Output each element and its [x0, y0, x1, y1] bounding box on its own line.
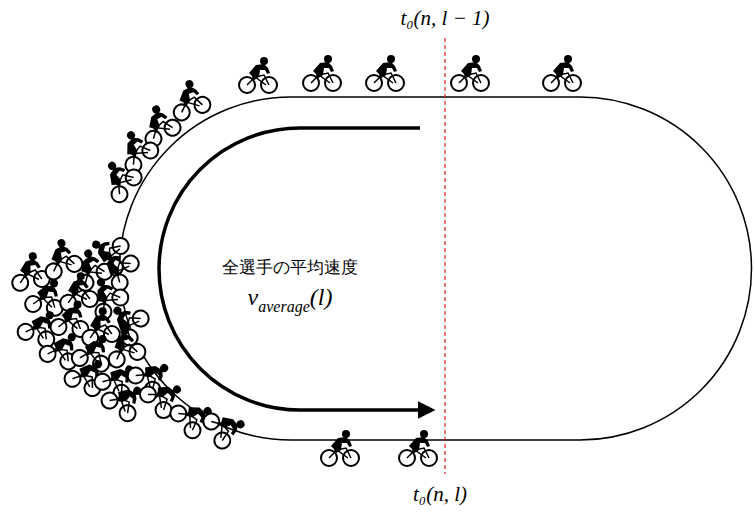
track-outline — [120, 97, 752, 440]
cyclist-icon — [24, 275, 68, 317]
cyclist-icon — [100, 323, 148, 370]
inner-caption: 全選手の平均速度 — [222, 258, 358, 278]
cyclist-icon — [91, 243, 141, 294]
time-label: t₀(n, l) — [413, 482, 467, 506]
cyclists — [7, 55, 581, 466]
cyclist-icon — [399, 430, 437, 466]
speed-argument: (l) — [310, 284, 333, 312]
cyclist-icon — [93, 153, 145, 205]
cyclist-icon — [7, 250, 51, 292]
cyclist-icon — [239, 57, 277, 93]
cyclist-icon — [451, 55, 489, 91]
cyclist-icon — [101, 298, 151, 349]
cyclist-icon — [366, 55, 404, 91]
speed-subscript: average — [258, 298, 310, 316]
cyclist-icon — [303, 55, 341, 91]
cyclist-icon — [321, 430, 359, 466]
cyclist-icon — [200, 401, 250, 452]
speed-symbol: v — [248, 284, 259, 312]
time-label: t₀(n, l − 1) — [400, 6, 489, 30]
cyclist-icon — [543, 55, 581, 91]
timing-line — [444, 38, 445, 474]
speed-arrow — [159, 128, 432, 410]
cyclist-icon — [165, 76, 213, 123]
